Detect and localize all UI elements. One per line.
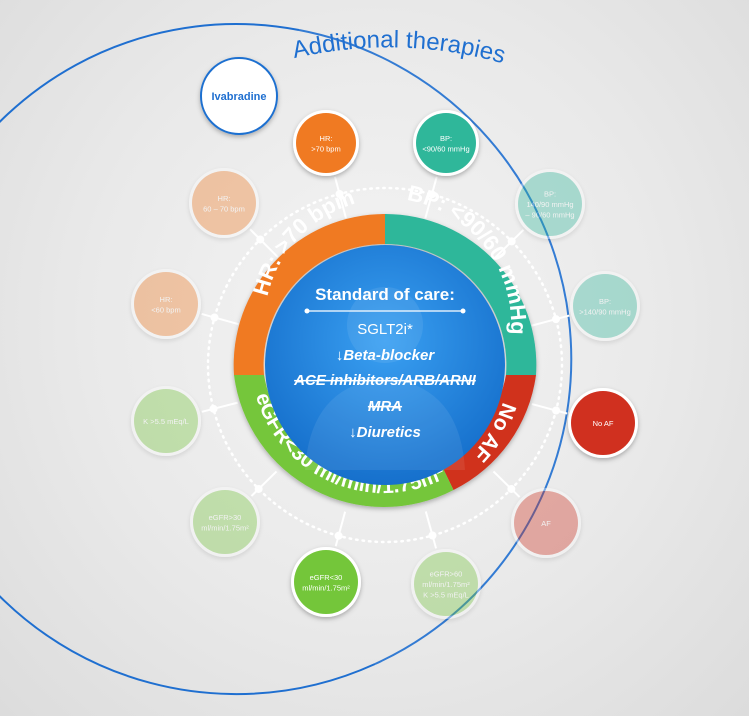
connector-line — [201, 312, 239, 326]
hr-segment[interactable] — [233, 213, 385, 375]
node-bp-90-60[interactable]: BP:<90/60 mmHg — [413, 110, 479, 176]
dotted-connector-ring — [206, 186, 564, 544]
therapy-item: SGLT2i* — [357, 321, 413, 338]
connector-dot — [209, 404, 218, 413]
standard-of-care-center: Standard of care: SGLT2i* ↓Beta-blockerAC… — [265, 245, 505, 485]
connector-dot — [210, 313, 219, 322]
node-label: BP: — [440, 134, 452, 143]
node-label: <60 bpm — [151, 305, 180, 314]
node-label: K >5.5 mEq/L — [143, 417, 189, 426]
bp-segment[interactable] — [385, 213, 537, 375]
node-label: <90/60 mmHg — [422, 144, 469, 153]
therapy-item: MRA — [368, 398, 402, 415]
node-label: – 90/60 mmHg — [525, 211, 574, 220]
node-label: eGFR<30 — [310, 573, 343, 582]
connector-dot — [507, 237, 516, 246]
node-hr-60[interactable]: HR:<60 bpm — [131, 269, 201, 339]
heading-divider — [304, 308, 466, 314]
node-label: No AF — [593, 419, 614, 428]
node-hr-60-70[interactable]: HR:60 – 70 bpm — [189, 168, 259, 238]
node-label: >70 bpm — [311, 144, 340, 153]
connector-line — [201, 401, 238, 413]
connector-dot — [256, 235, 265, 244]
standard-of-care-heading: Standard of care: — [315, 285, 455, 304]
additional-therapies-title: Additional therapies — [290, 26, 508, 69]
node-label: >140/90 mmHg — [579, 307, 631, 316]
af-segment[interactable] — [440, 375, 536, 490]
connector-dot — [427, 190, 436, 199]
therapy-item: ↓Diuretics — [349, 424, 421, 441]
connector-dot — [334, 531, 343, 540]
node-label: ml/min/1.75m² — [302, 583, 350, 592]
node-label: HR: — [218, 194, 231, 203]
node-label: BP: — [599, 297, 611, 306]
ivabradine-label: Ivabradine — [211, 91, 266, 103]
node-label: eGFR>60 — [430, 570, 463, 579]
node-bp-over-140[interactable]: BP:>140/90 mmHg — [570, 271, 640, 341]
connector-line — [492, 470, 521, 498]
node-label: ml/min/1.75m² — [422, 580, 470, 589]
connector-spokes — [201, 176, 570, 549]
node-label: HR: — [160, 295, 173, 304]
connector-line — [531, 403, 568, 415]
person-silhouette-icon — [305, 287, 465, 470]
node-label: 140/90 mmHg — [526, 200, 573, 209]
node-label: K >5.5 mEq/L — [423, 591, 469, 600]
connector-line — [531, 314, 570, 327]
connector-dot — [507, 484, 516, 493]
connector-dot — [551, 315, 560, 324]
node-label: AF — [541, 519, 551, 528]
node-k-5-5[interactable]: K >5.5 mEq/L — [131, 386, 201, 456]
connector-line — [334, 511, 347, 547]
connector-dot — [335, 189, 344, 198]
node-label: eGFR>30 — [209, 513, 242, 522]
node-label: BP: — [544, 190, 556, 199]
node-label: ml/min/1.75m² — [201, 523, 249, 532]
connector-dot — [552, 406, 561, 415]
node-hr-70[interactable]: HR:>70 bpm — [293, 110, 359, 176]
connector-line — [493, 229, 525, 260]
node-af[interactable]: AF — [511, 488, 581, 558]
therapy-item: ↓Beta-blocker — [336, 347, 436, 364]
therapy-item: ACE inhibitors/ARB/ARNI — [293, 372, 476, 389]
node-no-af[interactable]: No AF — [568, 388, 638, 458]
node-label: 60 – 70 bpm — [203, 204, 245, 213]
ivabradine-node[interactable]: Ivabradine — [200, 57, 278, 135]
node-bp-140-90[interactable]: BP:140/90 mmHg – 90/60 mmHg — [515, 169, 585, 239]
node-label: HR: — [320, 134, 333, 143]
connector-line — [249, 228, 279, 258]
connector-dot — [428, 531, 437, 540]
criteria-ring — [233, 213, 537, 508]
connector-line — [250, 470, 278, 497]
connector-dot — [254, 484, 263, 493]
egfr-segment[interactable] — [234, 375, 454, 508]
connector-line — [424, 511, 438, 549]
